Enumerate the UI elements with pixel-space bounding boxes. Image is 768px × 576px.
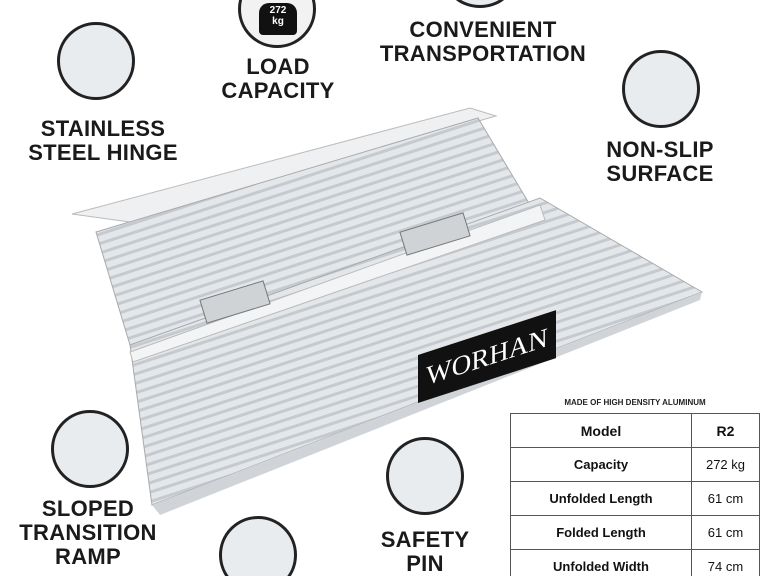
spec-value: R2 <box>691 413 760 448</box>
spec-value: 61 cm <box>691 481 760 516</box>
spec-key: Model <box>510 413 692 448</box>
spec-title: MADE OF HIGH DENSITY ALUMINUM <box>564 398 706 407</box>
hinge-right <box>399 212 471 256</box>
non-slip-circle <box>622 50 700 128</box>
brand-plate <box>418 310 556 403</box>
hinge-photo-circle <box>57 22 135 100</box>
folded-ramp-circle <box>219 516 297 576</box>
hinge-left <box>199 280 271 324</box>
spec-key: Unfolded Length <box>510 481 692 516</box>
spec-key: Folded Length <box>510 515 692 550</box>
spec-value: 272 kg <box>691 447 760 482</box>
spec-value: 61 cm <box>691 515 760 550</box>
spec-key: Unfolded Width <box>510 549 692 576</box>
sloped-ramp-circle <box>51 410 129 488</box>
spec-key: Capacity <box>510 447 692 482</box>
spec-value: 74 cm <box>691 549 760 576</box>
safety-pin-circle <box>386 437 464 515</box>
